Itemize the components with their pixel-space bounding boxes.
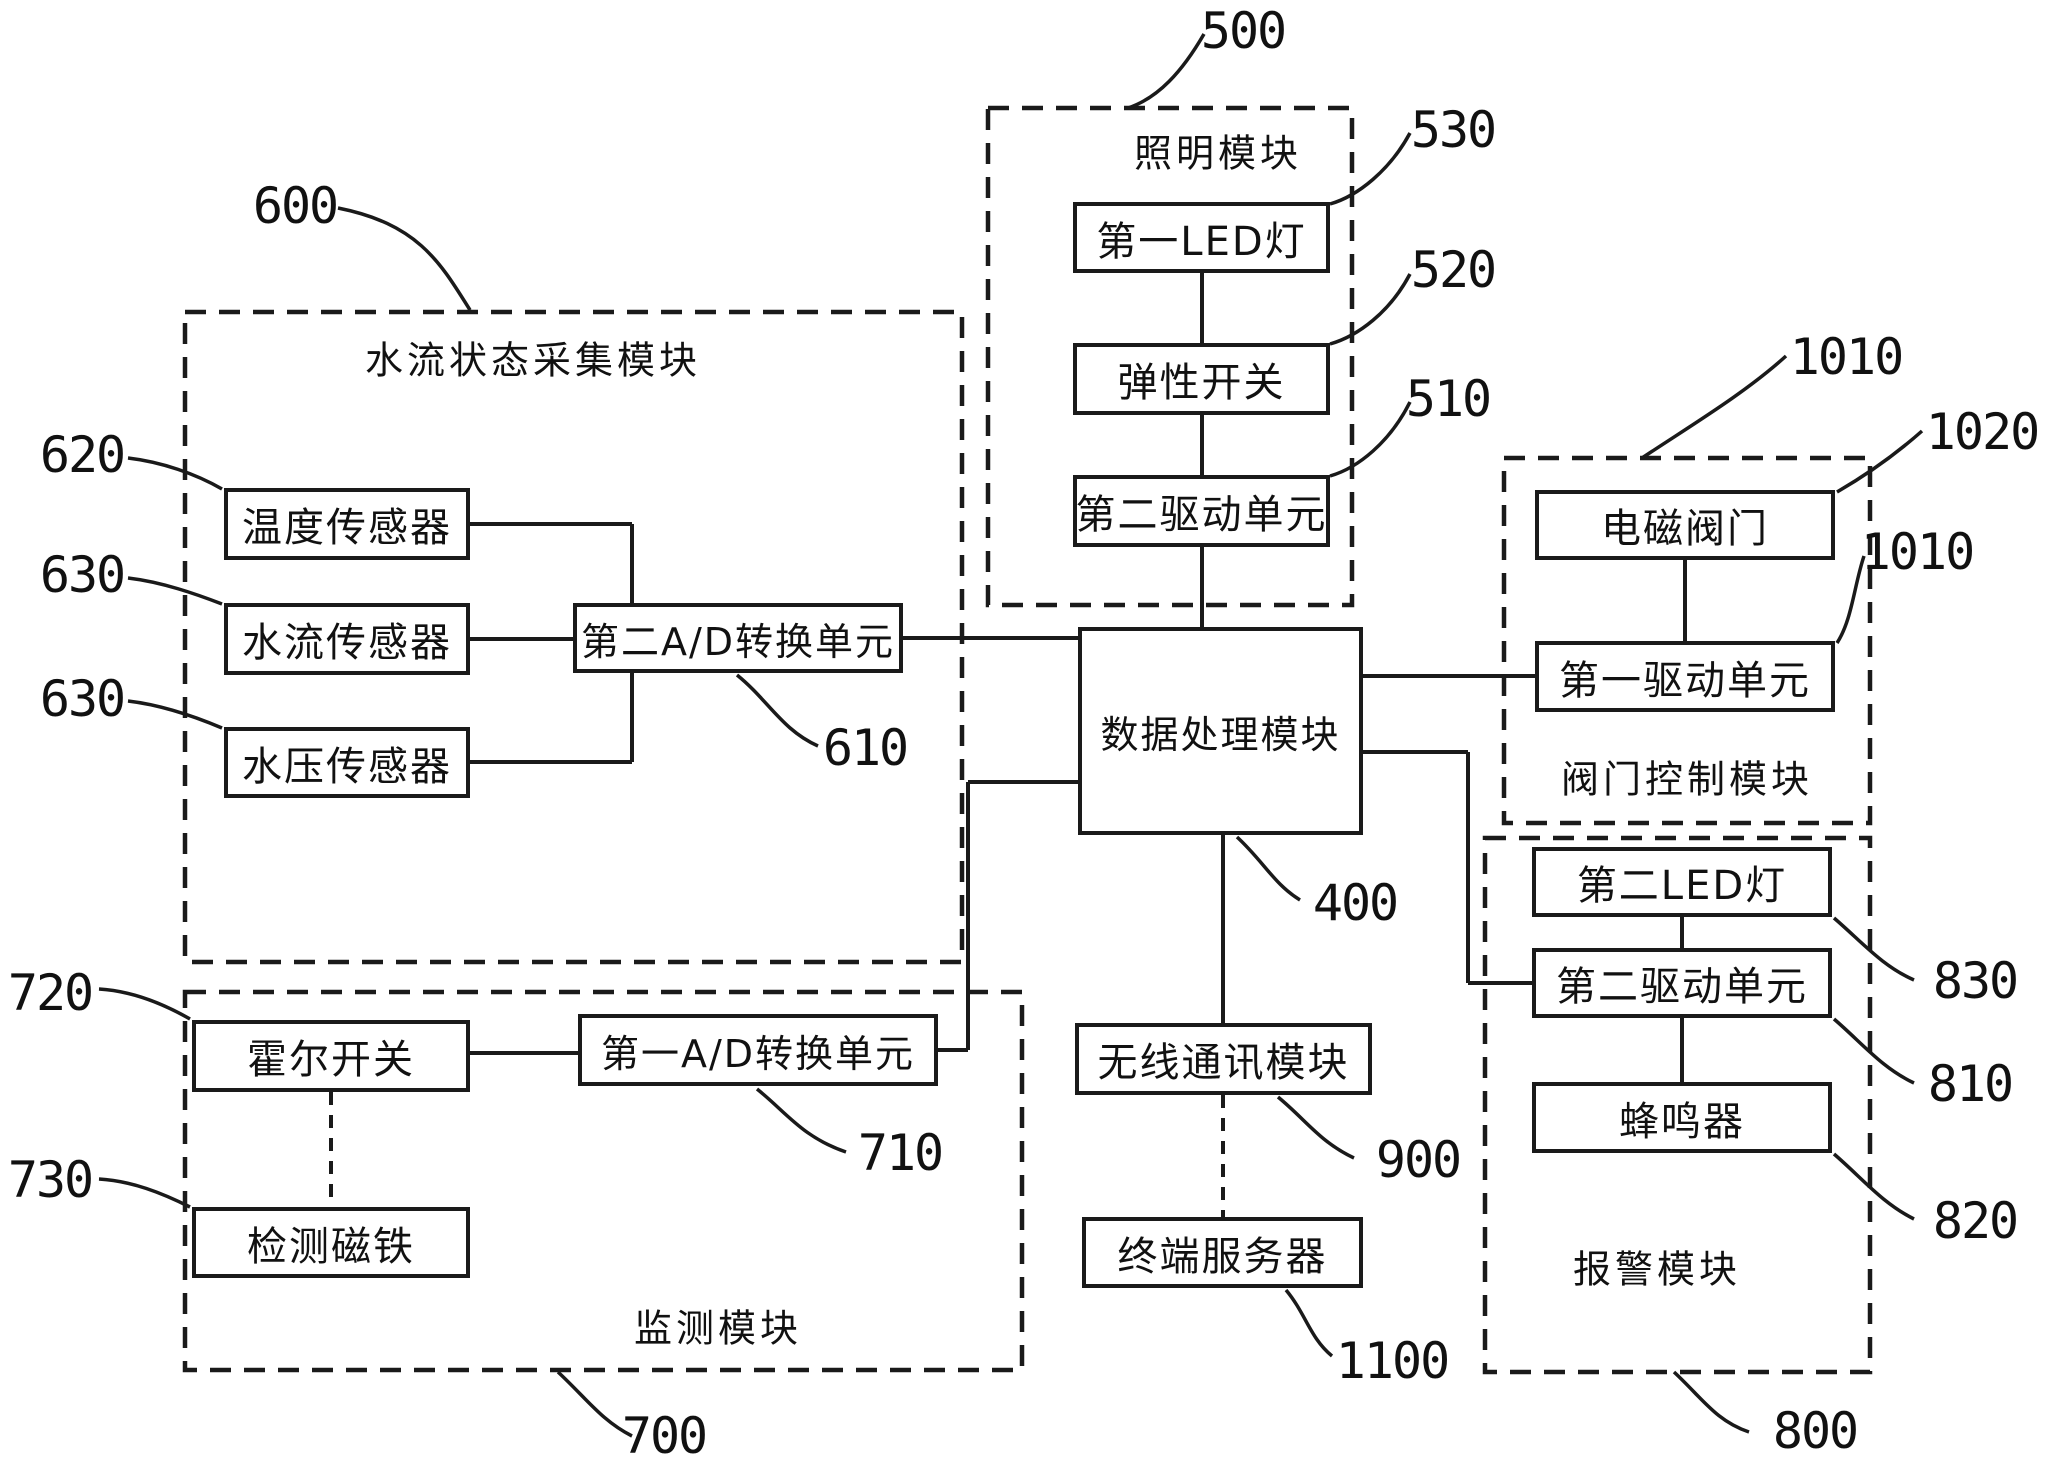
leader-1010-module bbox=[1641, 354, 1788, 460]
ref-600: 600 bbox=[252, 177, 339, 235]
leader-520 bbox=[1329, 273, 1412, 346]
title-lighting-module: 照明模块 bbox=[1133, 131, 1303, 176]
leader-510 bbox=[1329, 401, 1412, 478]
title-monitoring-module: 监测模块 bbox=[633, 1306, 803, 1351]
leader-1010-drive bbox=[1835, 555, 1866, 644]
leader-900 bbox=[1276, 1095, 1355, 1160]
ref-520: 520 bbox=[1410, 241, 1497, 299]
ref-1100: 1100 bbox=[1335, 1332, 1450, 1390]
ref-500: 500 bbox=[1200, 2, 1287, 60]
module-frames bbox=[182, 105, 1873, 1375]
ref-610: 610 bbox=[822, 719, 909, 777]
ref-720: 720 bbox=[7, 964, 94, 1022]
dashed-connectors bbox=[329, 1092, 1225, 1217]
box-second-drive-unit-alarm: 第二驱动单元 bbox=[1532, 948, 1832, 1018]
frame-monitoring-module bbox=[182, 989, 1025, 1373]
frame-valve-control-module bbox=[1501, 455, 1873, 826]
box-water-flow-sensor: 水流传感器 bbox=[224, 603, 470, 675]
box-detection-magnet: 检测磁铁 bbox=[192, 1207, 470, 1278]
ref-1010-drive: 1010 bbox=[1860, 523, 1975, 581]
ref-1010-module: 1010 bbox=[1789, 328, 1904, 386]
leader-730 bbox=[98, 1177, 191, 1209]
leader-500 bbox=[1127, 33, 1206, 110]
box-data-processing-module: 数据处理模块 bbox=[1078, 627, 1363, 835]
ref-1020: 1020 bbox=[1925, 403, 2040, 461]
leader-810 bbox=[1832, 1017, 1915, 1085]
ref-900: 900 bbox=[1375, 1131, 1462, 1189]
leader-1020 bbox=[1836, 429, 1924, 494]
box-water-pressure-sensor: 水压传感器 bbox=[224, 727, 470, 798]
box-hall-switch: 霍尔开关 bbox=[192, 1020, 470, 1092]
box-second-ad-converter: 第二A/D转换单元 bbox=[573, 603, 903, 673]
box-electromagnetic-valve: 电磁阀门 bbox=[1535, 490, 1835, 560]
box-second-led-light: 第二LED灯 bbox=[1532, 847, 1832, 917]
leader-530 bbox=[1329, 132, 1412, 206]
box-first-drive-unit: 第一驱动单元 bbox=[1535, 641, 1835, 712]
leader-800 bbox=[1672, 1370, 1750, 1434]
box-second-drive-unit-lighting: 第二驱动单元 bbox=[1073, 475, 1330, 547]
leader-700 bbox=[556, 1370, 633, 1438]
ref-810: 810 bbox=[1927, 1055, 2014, 1113]
ref-530: 530 bbox=[1410, 101, 1497, 159]
ref-630-pressure: 630 bbox=[39, 670, 126, 728]
ref-820: 820 bbox=[1932, 1192, 2019, 1250]
ref-710: 710 bbox=[857, 1124, 944, 1182]
solid-connectors bbox=[470, 273, 1687, 1082]
box-buzzer: 蜂鸣器 bbox=[1532, 1082, 1832, 1153]
leader-620 bbox=[127, 456, 223, 491]
leader-720 bbox=[98, 987, 191, 1021]
reference-leaders bbox=[98, 33, 1924, 1438]
ref-630-flow: 630 bbox=[39, 546, 126, 604]
box-first-ad-converter: 第一A/D转换单元 bbox=[578, 1014, 938, 1086]
leader-820 bbox=[1832, 1152, 1915, 1221]
leader-600 bbox=[337, 206, 472, 311]
ref-800: 800 bbox=[1772, 1402, 1859, 1460]
ref-830: 830 bbox=[1932, 952, 2019, 1010]
box-wireless-communication-module: 无线通讯模块 bbox=[1075, 1023, 1372, 1095]
ref-620: 620 bbox=[39, 426, 126, 484]
leader-610 bbox=[735, 673, 819, 748]
leader-1100 bbox=[1284, 1288, 1334, 1358]
ref-730: 730 bbox=[7, 1151, 94, 1209]
leader-400 bbox=[1235, 835, 1301, 902]
frame-lighting-module bbox=[985, 105, 1355, 608]
title-alarm-module: 报警模块 bbox=[1572, 1247, 1742, 1292]
box-temperature-sensor: 温度传感器 bbox=[224, 488, 470, 560]
ref-700: 700 bbox=[621, 1407, 708, 1465]
title-valve-control-module: 阀门控制模块 bbox=[1560, 757, 1814, 802]
frame-alarm-module bbox=[1482, 835, 1873, 1375]
title-acquisition-module: 水流状态采集模块 bbox=[364, 338, 702, 383]
ref-510: 510 bbox=[1405, 370, 1492, 428]
box-spring-switch: 弹性开关 bbox=[1073, 343, 1330, 415]
ref-400: 400 bbox=[1312, 874, 1399, 932]
box-first-led-light: 第一LED灯 bbox=[1073, 202, 1330, 273]
leader-630-flow bbox=[127, 576, 223, 606]
leader-630-pressure bbox=[127, 699, 223, 730]
leader-710 bbox=[755, 1087, 847, 1154]
box-terminal-server: 终端服务器 bbox=[1082, 1217, 1363, 1288]
leader-830 bbox=[1832, 916, 1915, 982]
